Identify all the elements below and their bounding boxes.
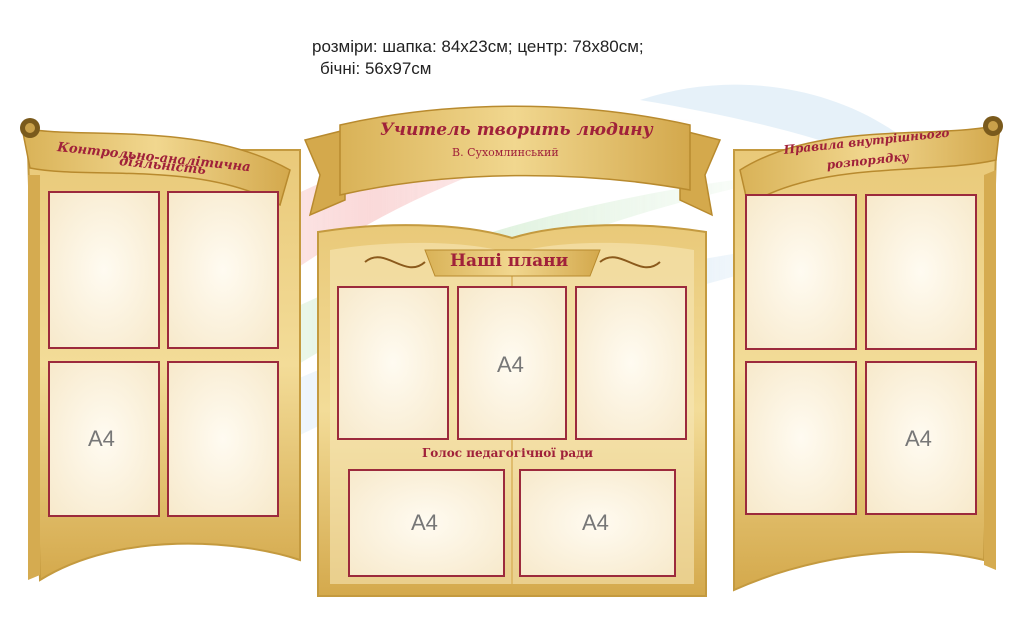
- left-panel: [20, 118, 301, 582]
- right-pocket-label: А4: [905, 426, 932, 451]
- center-pocket-label-bottom-right: А4: [582, 510, 609, 535]
- right-panel: [733, 116, 1003, 592]
- center-section-title: Голос педагогічної ради: [422, 446, 594, 460]
- center-pocket-label-top: А4: [497, 352, 524, 377]
- center-pocket-label-bottom-left: А4: [411, 510, 438, 535]
- dimensions-line-1: розміри: шапка: 84х23см; центр: 78х80см;: [312, 37, 644, 56]
- center-panel-title: Наші плани: [450, 251, 569, 271]
- dimensions-line-2: бічні: 56х97см: [320, 59, 432, 78]
- center-panel: [317, 224, 707, 597]
- left-pocket-label: А4: [88, 426, 115, 451]
- header-title: Учитель творить людину: [380, 120, 653, 140]
- header-author: В. Сухомлинський: [452, 146, 559, 159]
- header-banner: [303, 105, 722, 217]
- dimensions-note: розміри: шапка: 84х23см; центр: 78х80см;…: [312, 36, 644, 80]
